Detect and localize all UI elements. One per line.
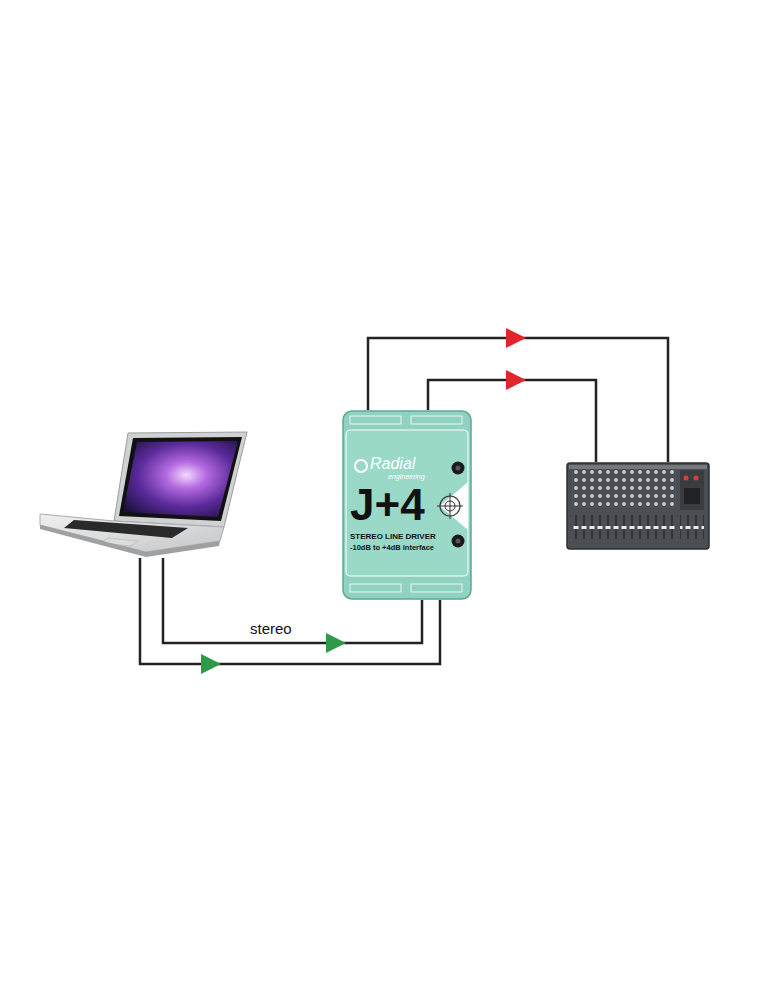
level-knob-cap bbox=[456, 539, 461, 544]
connector-plate bbox=[411, 416, 462, 424]
line-driver-box: RadialengineeringJ+4STEREO LINE DRIVER -1… bbox=[342, 410, 472, 600]
brand-logo-ring bbox=[355, 460, 367, 472]
laptop-front-edge bbox=[40, 525, 220, 557]
brand-name: Radial bbox=[370, 456, 415, 473]
laptop-bezel bbox=[119, 437, 242, 521]
mixer-knob-rows bbox=[572, 470, 676, 510]
mixer-body bbox=[567, 463, 709, 549]
level-knob bbox=[452, 462, 465, 475]
mixer-master-knob bbox=[684, 476, 689, 481]
connector-plate bbox=[350, 584, 401, 592]
housing-body bbox=[343, 411, 471, 599]
arrowhead bbox=[201, 654, 221, 674]
laptop-illustration bbox=[38, 428, 252, 560]
arrowhead bbox=[506, 370, 526, 390]
mixer bbox=[566, 462, 710, 550]
level-knob-cap bbox=[456, 466, 461, 471]
level-knob bbox=[452, 535, 465, 548]
laptop-screen bbox=[123, 441, 238, 517]
edge-label: stereo bbox=[248, 621, 294, 637]
product-type: STEREO LINE DRIVER bbox=[350, 533, 436, 541]
laptop-lid bbox=[114, 432, 247, 527]
housing-face bbox=[346, 430, 468, 576]
arrowhead bbox=[506, 328, 526, 348]
crosshair-line bbox=[450, 493, 451, 519]
laptop-keyboard bbox=[64, 520, 188, 538]
product-spec: -10dB to +4dB interface bbox=[350, 544, 434, 552]
brand-tagline: engineering bbox=[388, 473, 425, 480]
arrowhead bbox=[326, 633, 346, 653]
mixer-faders bbox=[572, 514, 676, 542]
connector-plate bbox=[411, 584, 462, 592]
mixer-meter bbox=[684, 488, 700, 504]
model-name: J+4 bbox=[350, 482, 425, 528]
mixer-illustration bbox=[566, 462, 710, 550]
mixer-master-faders bbox=[680, 514, 704, 542]
laptop bbox=[38, 428, 252, 558]
mixer-master-knob bbox=[694, 476, 699, 481]
connector-plate bbox=[350, 416, 401, 424]
mixer-master-panel bbox=[680, 470, 704, 510]
mixer-top-strip bbox=[569, 465, 707, 469]
